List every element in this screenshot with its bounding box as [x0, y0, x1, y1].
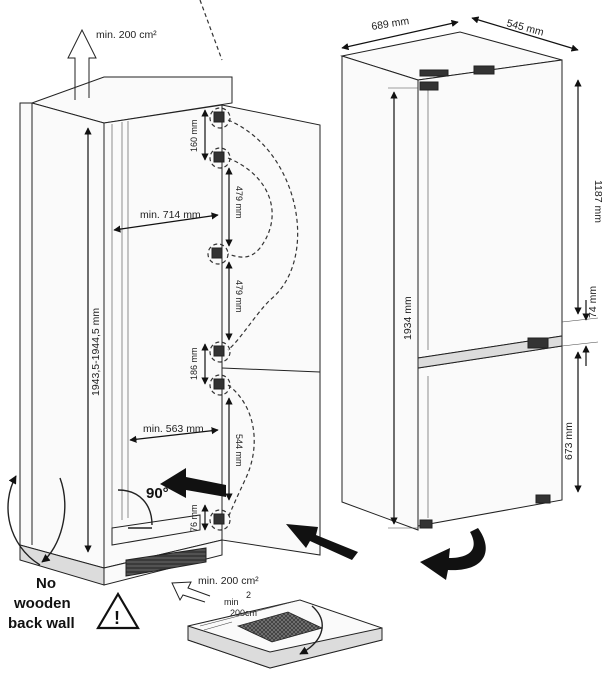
hinge-icon-6 [213, 513, 225, 525]
min-714-dimension: min. 714 mm [113, 209, 219, 233]
height-673-dimension: 673 mm [563, 351, 582, 493]
door-swing-arrow [420, 528, 486, 580]
min-563-label: min. 563 mm [143, 423, 204, 435]
dim-76-label: 76 mm [189, 504, 199, 532]
vent-curve-arrow [299, 605, 323, 655]
warning-triangle-icon: ! [96, 591, 140, 630]
vent-arrow-top: min. 200 cm² [67, 28, 157, 100]
no-wooden-back-wall-note: No wooden back wall ! [7, 475, 140, 632]
width-dimension: 689 mm [341, 15, 459, 51]
push-arrow-right [286, 524, 358, 560]
vent-top-label: min. 200 cm² [96, 29, 157, 41]
dim-186-label: 186 mm [189, 347, 199, 380]
height-1934-label: 1934 mm [402, 296, 414, 340]
gap-74-label: 74 mm [587, 286, 599, 318]
width-689-label: 689 mm [371, 15, 411, 33]
gap-74-dimension: 74 mm [561, 286, 599, 366]
angle-90-label: 90° [146, 485, 169, 502]
depth-545-label: 545 mm [505, 17, 545, 38]
angle-90: 90° [117, 485, 169, 529]
vent-bottom-label: min. 200 cm² [198, 575, 259, 587]
vent-dashed-line [199, 0, 223, 61]
dim-479-a-label: 479 mm [234, 186, 244, 219]
hinge-icon-3 [211, 247, 223, 259]
niche-height-dimension: 1943,5-1944,5 mm [84, 127, 102, 553]
hinge-icon-1 [213, 111, 225, 123]
grille-2-label: 2 [246, 590, 251, 600]
niche-height-label: 1943,5-1944,5 mm [90, 308, 102, 396]
dim-160-label: 160 mm [189, 119, 199, 152]
grille-min-label: min [224, 597, 239, 607]
height-1934-dimension: 1934 mm [388, 87, 418, 529]
height-1187-dimension: 1187 mm [574, 79, 604, 315]
svg-text:!: ! [114, 608, 120, 628]
push-arrow-left [160, 468, 226, 498]
min-714-label: min. 714 mm [140, 209, 201, 221]
hinge-icon-2 [213, 151, 225, 163]
vent-arrow-bottom: min. 200 cm² [171, 575, 259, 603]
dim-544-label: 544 mm [234, 434, 244, 467]
plinth-vent-grille [125, 547, 207, 577]
height-673-label: 673 mm [563, 422, 575, 460]
hinge-markers [207, 107, 299, 531]
hinge-dimensions: 160 mm 479 mm 479 mm 186 mm 544 mm 76 mm [189, 109, 244, 532]
min-563-dimension: min. 563 mm [129, 423, 219, 443]
height-1187-label: 1187 mm [592, 180, 604, 223]
no-wooden-line-2: wooden [13, 595, 71, 612]
hinge-icon-5 [213, 378, 225, 390]
no-wooden-line-1: No [36, 575, 56, 592]
appliance-body [340, 31, 563, 531]
grille-200-label: 200cm [230, 608, 257, 618]
no-wooden-line-3: back wall [8, 615, 75, 632]
vent-plate: min 2 200cm [187, 590, 383, 669]
hinge-icon-4 [213, 345, 225, 357]
dim-479-b-label: 479 mm [234, 280, 244, 313]
